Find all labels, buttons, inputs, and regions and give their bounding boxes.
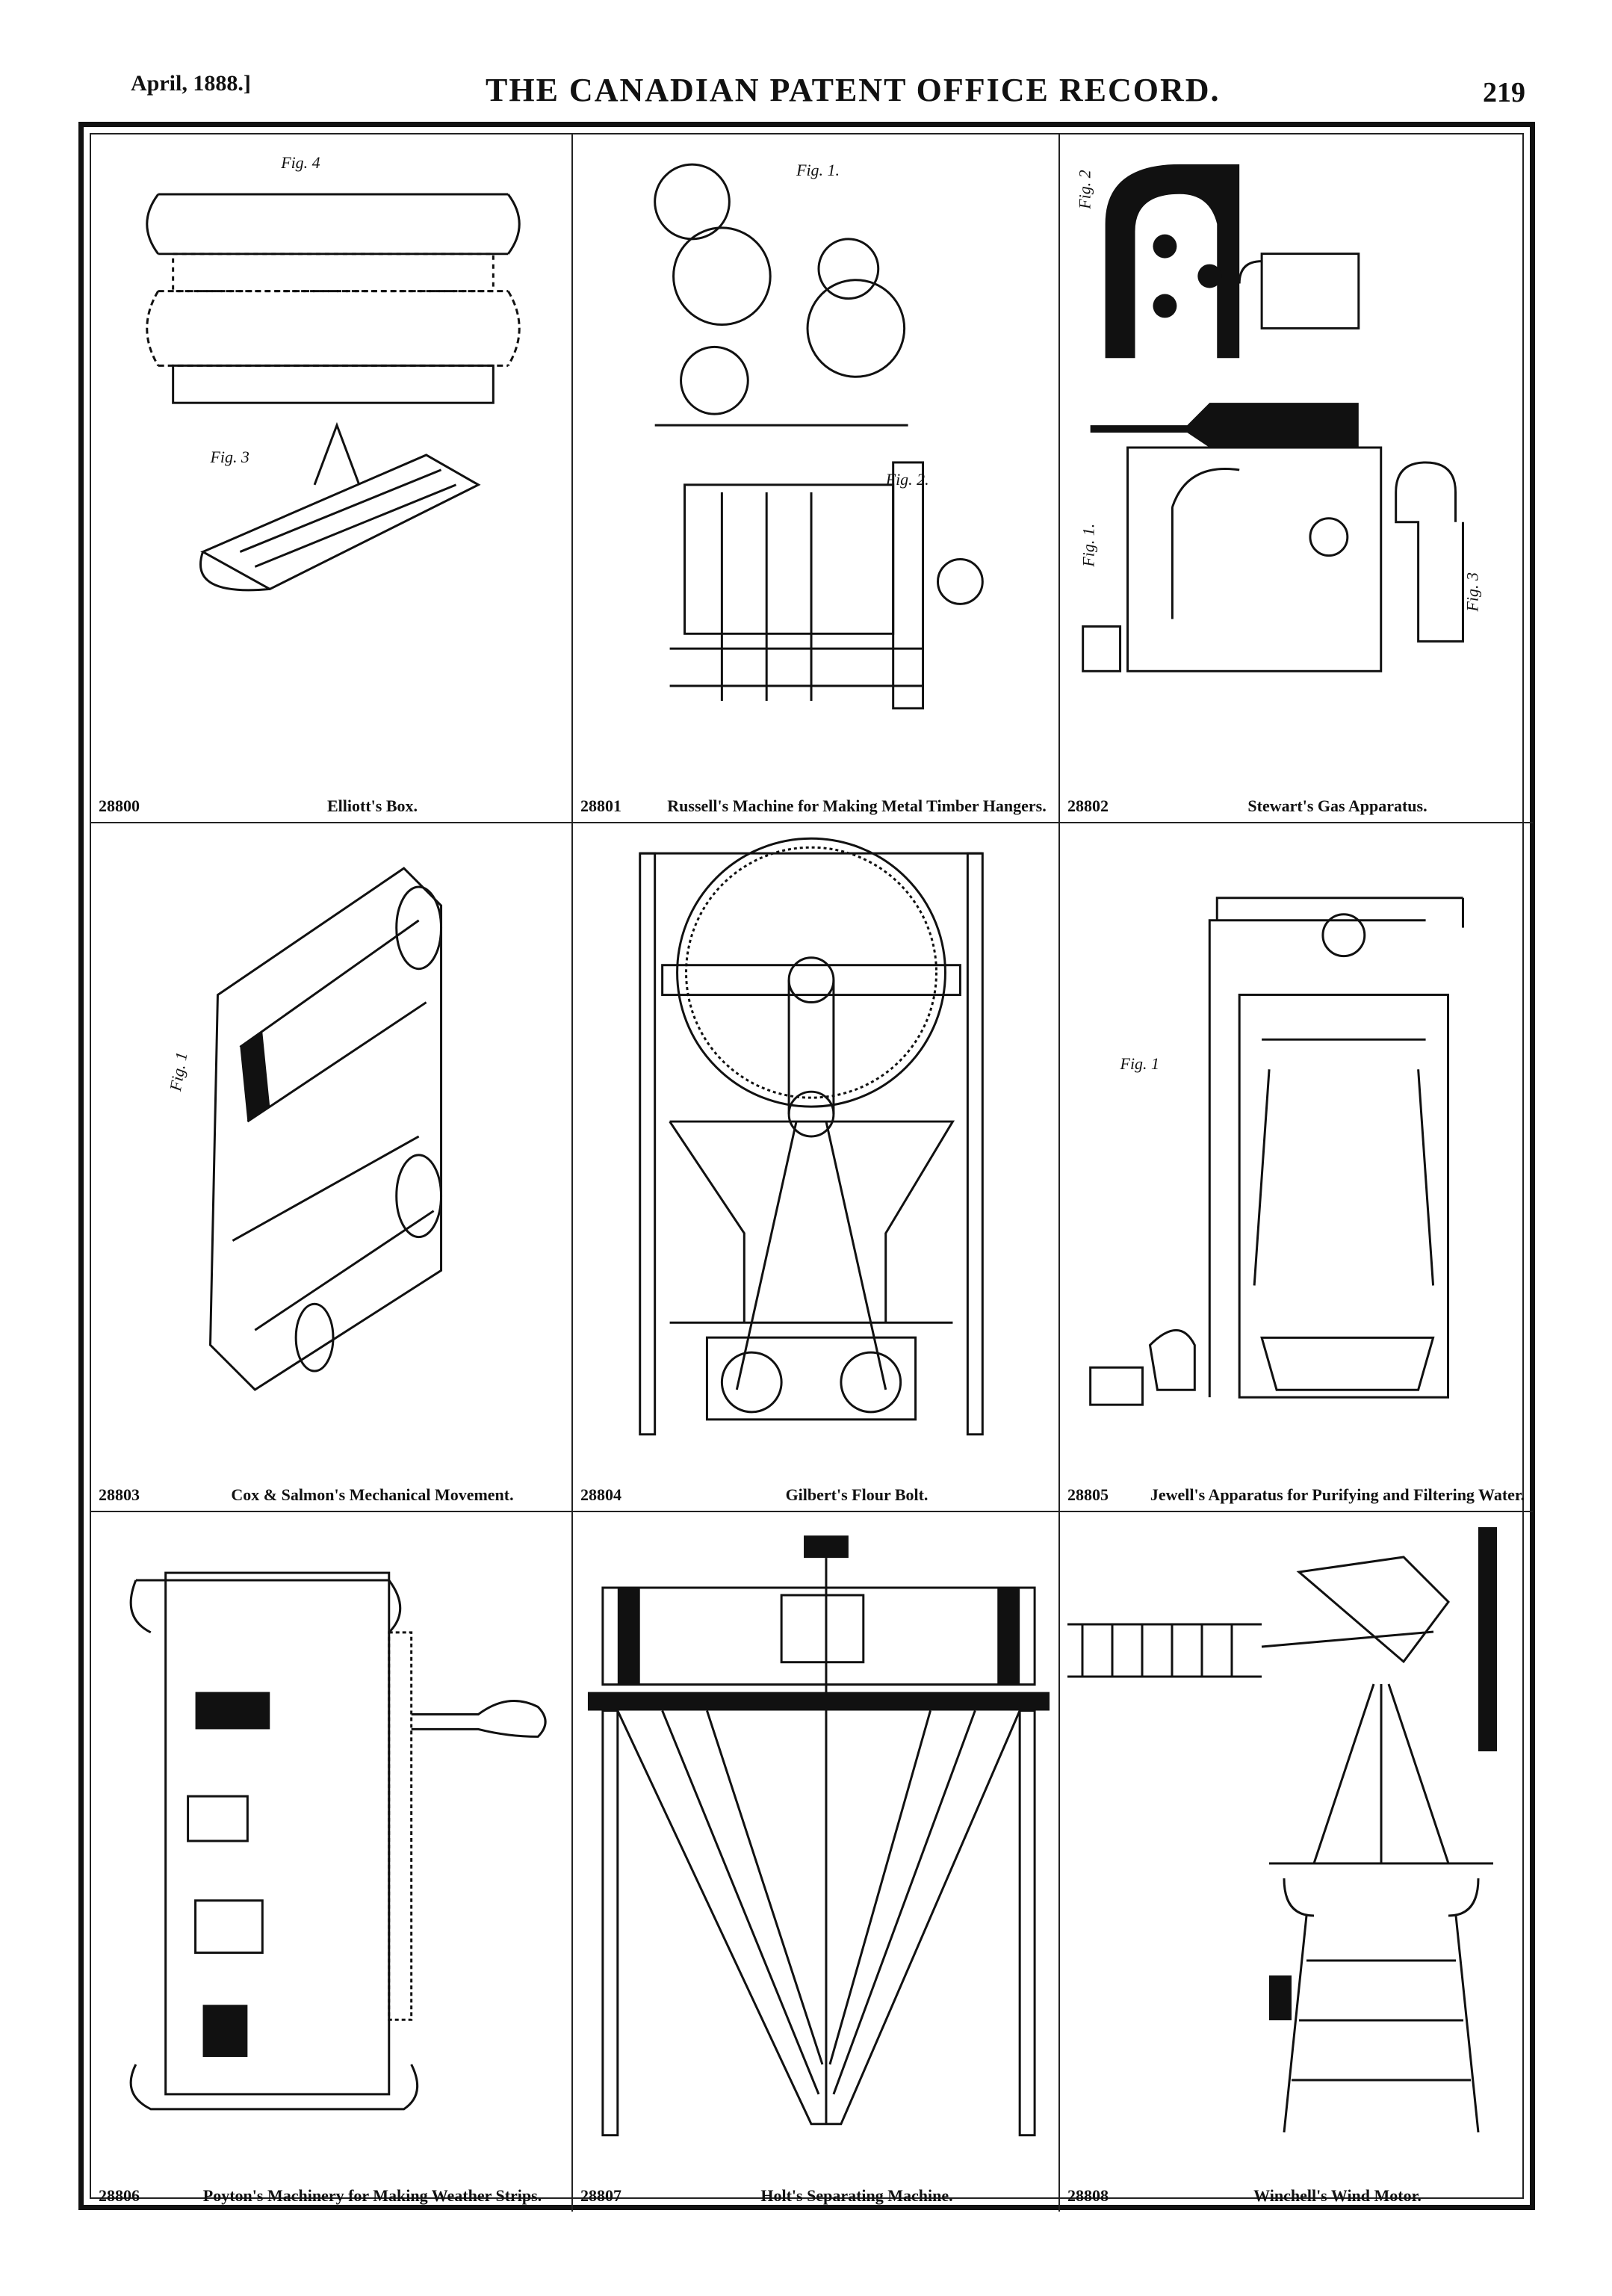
log-box xyxy=(199,454,481,592)
page-number: 219 xyxy=(1483,77,1525,108)
patent-title: Cox & Salmon's Mechanical Movement. xyxy=(231,1485,514,1504)
patent-caption: 28808 Winchell's Wind Motor. xyxy=(1067,2185,1525,2206)
patent-title: Jewell's Apparatus for Purifying and Fil… xyxy=(1150,1485,1525,1504)
patent-cell-28805: Fig. 1 28805 Jewell's Apparatus for Puri… xyxy=(1060,823,1533,1512)
weather-strip-machine-drawing xyxy=(129,1571,547,2111)
figure-label: Fig. 3 xyxy=(1463,572,1481,612)
patent-title: Stewart's Gas Apparatus. xyxy=(1247,796,1427,815)
figure-label: Fig. 3 xyxy=(210,448,249,466)
flour-bolt-drawing xyxy=(639,837,984,1436)
patent-number: 28803 xyxy=(99,1485,140,1504)
publication-title: THE CANADIAN PATENT OFFICE RECORD. xyxy=(486,72,1221,108)
patent-caption: 28802 Stewart's Gas Apparatus. xyxy=(1067,796,1525,816)
metal-hanger-machine-drawing: Fig. 1. Fig. 2. xyxy=(654,161,984,710)
patent-number: 28805 xyxy=(1067,1485,1109,1504)
separating-machine-drawing xyxy=(587,1535,1050,2137)
patent-caption: 28806 Poyton's Machinery for Making Weat… xyxy=(99,2185,564,2206)
patent-cell-28806: 28806 Poyton's Machinery for Making Weat… xyxy=(91,1512,573,2212)
figure-label: Fig. 1. xyxy=(796,161,840,179)
wind-motor-drawing xyxy=(1067,1527,1497,2133)
patent-title: Poyton's Machinery for Making Weather St… xyxy=(202,2186,542,2205)
patent-number: 28802 xyxy=(1067,796,1109,815)
water-filter-drawing: Fig. 1 xyxy=(1089,897,1464,1406)
patent-caption: 28805 Jewell's Apparatus for Purifying a… xyxy=(1067,1485,1525,1505)
patent-number: 28806 xyxy=(99,2186,140,2205)
patent-number: 28804 xyxy=(580,1485,621,1504)
patent-number: 28808 xyxy=(1067,2186,1109,2205)
patent-caption: 28804 Gilbert's Flour Bolt. xyxy=(580,1485,1051,1505)
patent-number: 28801 xyxy=(580,796,621,815)
figure-label: Fig. 4 xyxy=(280,153,320,172)
patent-cell-28808: 28808 Winchell's Wind Motor. xyxy=(1060,1512,1533,2212)
patent-cell-28804: 28804 Gilbert's Flour Bolt. xyxy=(573,823,1060,1512)
box-panel xyxy=(146,193,521,256)
patent-cell-28800: Fig. 4 Fig. 3 28800 Elliott's Box. xyxy=(91,134,573,823)
figure-label: Fig. 1. xyxy=(1079,524,1098,568)
patent-number: 28800 xyxy=(99,796,140,815)
patent-caption: 28800 Elliott's Box. xyxy=(99,796,564,816)
patent-title: Holt's Separating Machine. xyxy=(760,2186,953,2205)
inner-rule: Fig. 4 Fig. 3 28800 Elliott's Box. Fig. … xyxy=(90,133,1533,2212)
gas-apparatus-drawing: Fig. 1. Fig. 2 Fig. 3 xyxy=(1076,164,1481,672)
patent-caption: 28807 Holt's Separating Machine. xyxy=(580,2185,1051,2206)
box-drawing: Fig. 4 Fig. 3 xyxy=(146,153,521,592)
patent-cell-28801: Fig. 1. Fig. 2. 28801 Russell's Machine … xyxy=(573,134,1060,823)
patent-caption: 28801 Russell's Machine for Making Metal… xyxy=(580,796,1051,816)
patent-title: Gilbert's Flour Bolt. xyxy=(785,1485,929,1504)
patent-number: 28807 xyxy=(580,2186,621,2205)
patent-title: Russell's Machine for Making Metal Timbe… xyxy=(667,796,1047,815)
figure-label: Fig. 2 xyxy=(1076,170,1094,209)
patent-cell-28802: Fig. 1. Fig. 2 Fig. 3 28802 Stewart's Ga… xyxy=(1060,134,1533,823)
figure-label: Fig. 1 xyxy=(166,1050,191,1093)
figure-label: Fig. 1 xyxy=(1120,1054,1159,1073)
patent-cell-28807: 28807 Holt's Separating Machine. xyxy=(573,1512,1060,2212)
patent-title: Elliott's Box. xyxy=(326,796,418,815)
patent-title: Winchell's Wind Motor. xyxy=(1253,2186,1422,2205)
mechanical-movement-drawing: Fig. 1 xyxy=(166,867,443,1391)
issue-date: April, 1888.] xyxy=(131,71,251,96)
patent-cell-28803: Fig. 1 28803 Cox & Salmon's Mechanical M… xyxy=(91,823,573,1512)
patent-illustrations-frame: Fig. 4 Fig. 3 28800 Elliott's Box. Fig. … xyxy=(78,122,1535,2212)
patent-caption: 28803 Cox & Salmon's Mechanical Movement… xyxy=(99,1485,564,1505)
